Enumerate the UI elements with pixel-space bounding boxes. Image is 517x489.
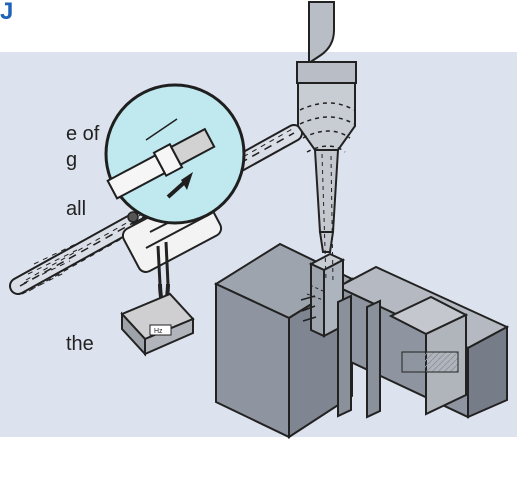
section-mark: J <box>0 0 14 25</box>
text-fragment-3: all <box>66 198 87 220</box>
magnifier-inset <box>104 83 246 225</box>
frequency-device: Hz <box>120 292 195 357</box>
cyclone-separator <box>296 1 357 253</box>
text-fragment-2: g <box>66 149 78 171</box>
flow-lines <box>21 153 334 301</box>
text-fragment-1: e of <box>66 123 100 145</box>
text-fragment-4: the <box>66 333 94 355</box>
device-label: Hz <box>154 328 163 335</box>
machine-base <box>213 242 510 439</box>
